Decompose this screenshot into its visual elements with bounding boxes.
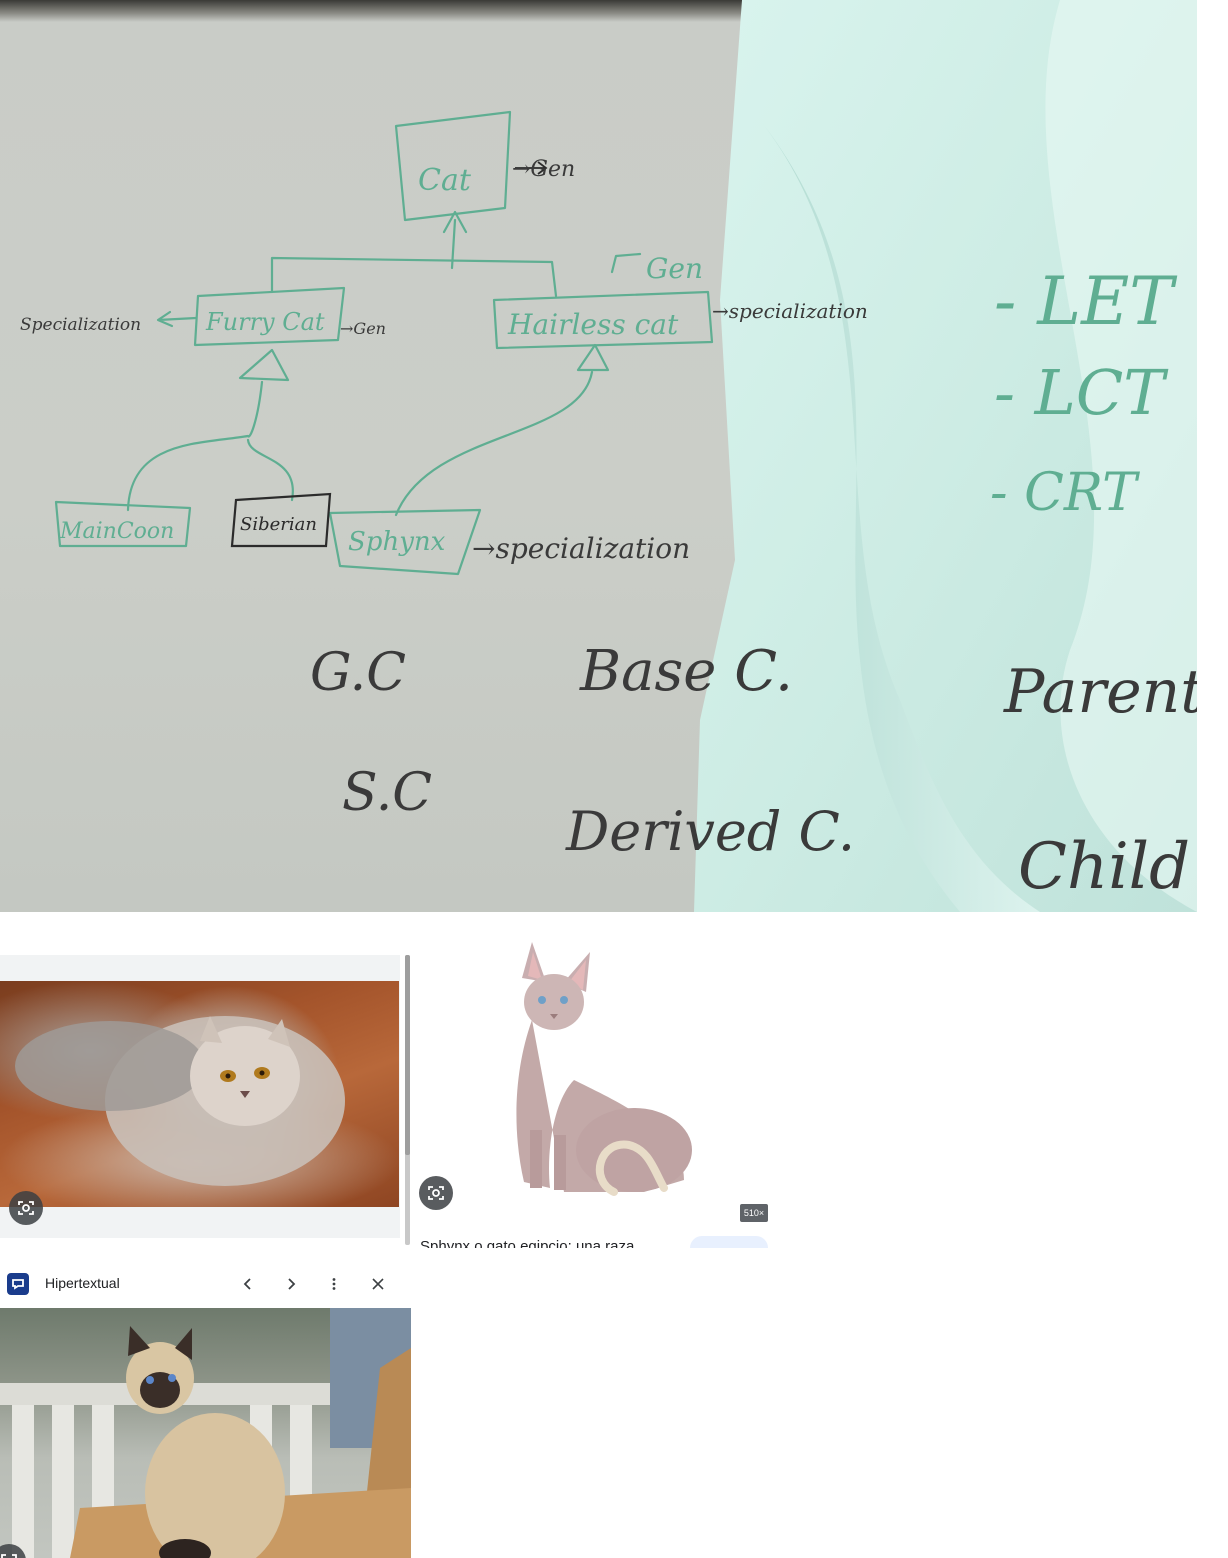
hipertextual-icon [12,1279,24,1290]
furry-cat-box [193,286,346,347]
close-button[interactable] [364,1270,392,1298]
siberian-box [230,492,332,548]
term-base-c: Base C. [579,639,793,704]
close-icon [372,1278,384,1290]
list-item-crt: - CRT [990,463,1140,523]
image-result-sphynx[interactable]: 510× Sphynx o gato egipcio: una raza [414,930,768,1248]
site-name[interactable]: Hipertextual [45,1275,120,1291]
forward-button[interactable] [277,1270,305,1298]
lens-icon [428,1186,444,1200]
term-gc: G.C [310,643,406,703]
term-sc: S.C [342,763,432,823]
cat-box [394,110,512,222]
lens-search-button[interactable] [419,1176,453,1210]
persian-cat-photo[interactable] [0,981,399,1207]
sphynx-box [328,508,482,576]
image-result-furry-cat[interactable] [0,955,400,1238]
cat-label: Cat [418,163,472,198]
maincoon-box [54,500,192,548]
lens-icon [1,1554,17,1558]
hairless-cat-box [492,290,714,350]
result-caption[interactable]: Sphynx o gato egipcio: una raza [420,1238,635,1248]
chevron-left-icon [243,1278,251,1290]
term-parent: Parent [1003,657,1197,727]
list-item-let: - LET [994,263,1178,340]
lens-icon [18,1201,34,1215]
scrollbar-thumb[interactable] [405,955,410,1155]
visit-chip[interactable] [690,1236,768,1248]
preview-image-siamese-cat[interactable] [0,1308,411,1558]
preview-toolbar: Hipertextual [0,1262,411,1308]
hairless-gen-note: Gen [646,252,703,285]
lens-search-button[interactable] [9,1191,43,1225]
furry-gen-note: →Gen [340,319,386,338]
more-vert-icon [332,1278,336,1290]
maincoon-label: MainCoon [59,519,174,544]
furry-spec-note: Specialization [20,315,141,335]
hairless-cat-label: Hairless cat [507,308,679,341]
lens-search-button[interactable] [0,1544,26,1558]
sphynx-label: Sphynx [348,527,446,557]
whiteboard-frame [0,0,760,22]
cat-gen-note: →Gen [512,157,575,182]
whiteboard-photo: Cat →Gen Furry Cat Specialization →Gen H… [0,0,1197,912]
panel-scrollbar[interactable] [405,955,410,1245]
persian-cat-figure [15,1016,345,1186]
term-derived-c: Derived C. [565,800,855,863]
site-favicon [7,1273,29,1295]
more-options-button[interactable] [320,1270,348,1298]
image-size-badge: 510× [740,1204,768,1222]
sphynx-spec-note: →specialization [472,532,690,565]
sphynx-cat-photo[interactable] [414,930,768,1200]
back-button[interactable] [234,1270,262,1298]
chevron-right-icon [288,1278,296,1290]
term-child: Child [1018,830,1190,904]
list-item-lct: - LCT [994,356,1169,429]
hairless-spec-note: →specialization [712,299,868,323]
siamese-cat-photo [0,1308,411,1558]
siberian-label: Siberian [240,514,317,535]
diagram-drawing: Cat →Gen Furry Cat Specialization →Gen H… [20,110,1197,904]
projector-light [694,0,1197,912]
furry-cat-label: Furry Cat [205,308,325,336]
